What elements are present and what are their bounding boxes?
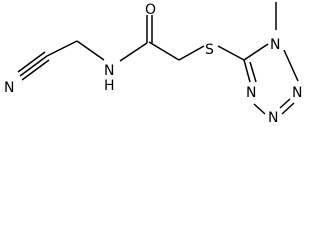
tetrazole-n2-label: N bbox=[292, 85, 302, 101]
nitrile-nitrogen-label: N bbox=[4, 80, 14, 96]
tetrazole-n1-label: N bbox=[270, 37, 280, 53]
ring-bond-c5-n1 bbox=[243, 43, 269, 61]
amide-hydrogen-label: H bbox=[104, 78, 115, 94]
bond-nh-carbonyl bbox=[119, 42, 148, 62]
nitrile-triple-bond-2 bbox=[17, 51, 46, 73]
tetrazole-n4-label: N bbox=[246, 85, 256, 101]
nitrile-triple-bond-1 bbox=[19, 55, 48, 77]
ring-bond-n2-n3 bbox=[281, 102, 295, 115]
ring-double-bond-n4-c5 bbox=[249, 61, 257, 83]
amide-nitrogen-label: N bbox=[104, 63, 114, 79]
bond-ch2-s bbox=[178, 45, 205, 61]
molecule-structure-diagram: N N H O S N N N N bbox=[4, 2, 302, 124]
bond-ch2-nh bbox=[76, 40, 105, 61]
sulfur-label: S bbox=[205, 42, 214, 58]
bond-s-c5 bbox=[217, 45, 245, 61]
bond-cn-ch2 bbox=[46, 40, 78, 57]
tetrazole-n3-label: N bbox=[268, 110, 278, 124]
nitrile-triple-bond-3 bbox=[21, 59, 50, 81]
ring-double-bond-n2-n3 bbox=[279, 98, 291, 109]
bond-carbonyl-ch2 bbox=[148, 41, 180, 61]
carbonyl-oxygen-label: O bbox=[145, 2, 156, 18]
ring-bond-n4-c5 bbox=[243, 59, 251, 83]
ring-bond-n3-n4 bbox=[253, 103, 266, 115]
ring-bond-n1-n2 bbox=[283, 49, 299, 82]
